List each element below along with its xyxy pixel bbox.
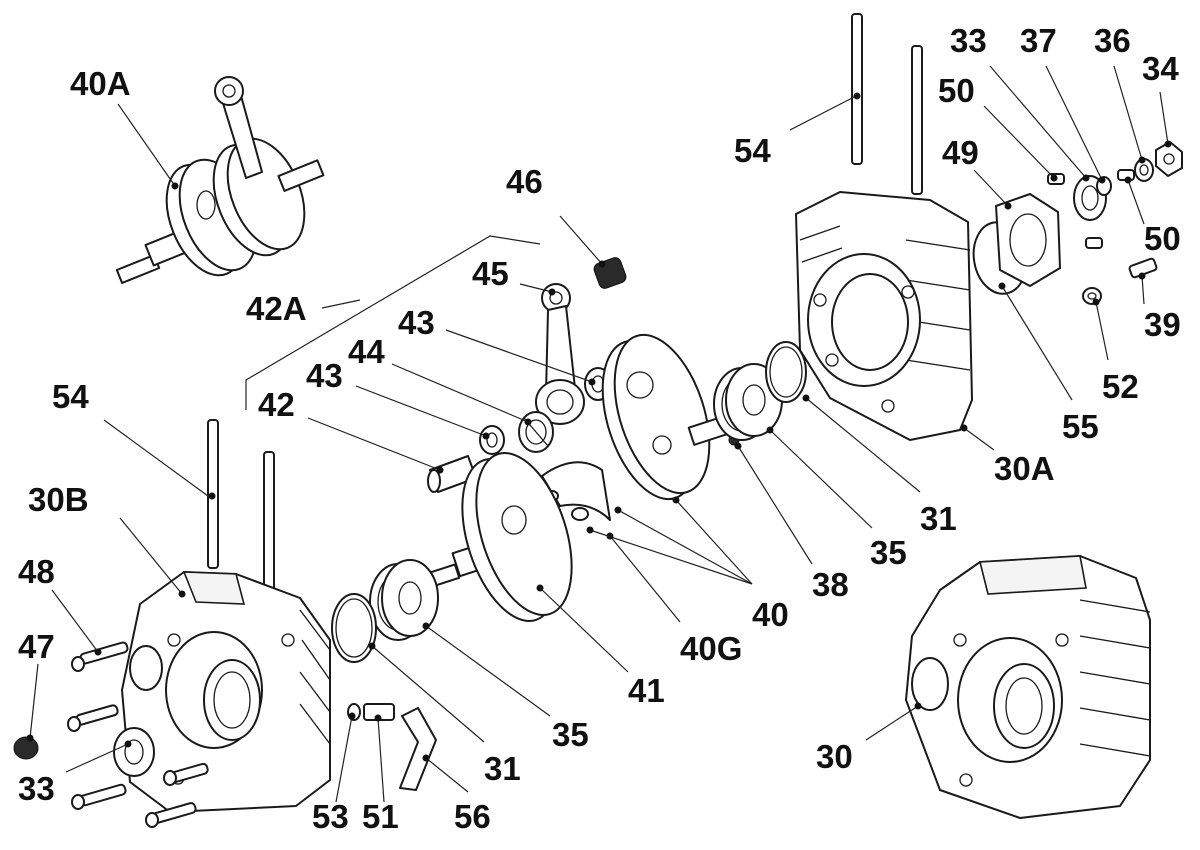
- callout-39: 39: [1144, 306, 1181, 343]
- callout-56: 56: [454, 798, 491, 835]
- callout-35-left: 35: [552, 716, 589, 753]
- crankshaft-assembly-40a: [115, 76, 325, 284]
- callout-labels: 40A 42A 46 45 43 44 43 42 54 30B 48 47 3…: [18, 22, 1181, 835]
- bolt-48-set: [67, 641, 209, 828]
- callout-31-left: 31: [484, 750, 521, 787]
- callout-40: 40: [752, 596, 789, 633]
- crankcase-half-30a: [795, 191, 973, 441]
- callout-33-left: 33: [18, 770, 55, 807]
- callout-45: 45: [472, 255, 509, 292]
- callout-41: 41: [628, 672, 665, 709]
- plug-47: [13, 736, 39, 760]
- callout-54-right: 54: [734, 132, 771, 169]
- bearing-cover-49: [995, 193, 1061, 287]
- callout-36: 36: [1094, 22, 1131, 59]
- big-end-bearing-44: [518, 411, 554, 453]
- callout-34: 34: [1142, 50, 1179, 87]
- callout-35-right: 35: [870, 534, 907, 571]
- crankcase-assembled-30: [905, 555, 1151, 819]
- main-bearing-35-left: [369, 559, 439, 641]
- washer-36: [1134, 158, 1154, 182]
- screw-50-lower: [1085, 237, 1103, 249]
- callout-43-lower: 43: [306, 357, 343, 394]
- callout-53: 53: [312, 798, 349, 835]
- thrust-washer-43-left: [479, 425, 505, 455]
- callout-40a: 40A: [70, 65, 131, 102]
- crankcase-half-30b: [121, 571, 331, 813]
- callout-42: 42: [258, 386, 295, 423]
- callout-31-right: 31: [920, 500, 957, 537]
- circlip-31-left: [331, 593, 377, 663]
- callout-46: 46: [506, 163, 543, 200]
- callout-37: 37: [1020, 22, 1057, 59]
- callout-43-upper: 43: [398, 304, 435, 341]
- small-end-bearing-46: [593, 257, 627, 289]
- callout-55: 55: [1062, 408, 1099, 445]
- callout-30: 30: [816, 738, 853, 775]
- stud-54-right-pair: [851, 13, 923, 195]
- callout-30b: 30B: [28, 481, 89, 518]
- callout-42a: 42A: [246, 290, 307, 327]
- callout-44: 44: [348, 333, 385, 370]
- circlip-31-right: [765, 341, 807, 403]
- stud-54-left-pair: [207, 419, 275, 593]
- callout-51: 51: [362, 798, 399, 835]
- callout-54-left: 54: [52, 378, 89, 415]
- bolt-39: [1128, 257, 1158, 279]
- crank-web-left-41: [417, 452, 573, 622]
- callout-47: 47: [18, 628, 55, 665]
- oil-seal-33-left: [113, 727, 155, 777]
- callout-33-right: 33: [950, 22, 987, 59]
- callout-49: 49: [942, 134, 979, 171]
- callout-38: 38: [812, 566, 849, 603]
- leader-lines: [26, 65, 1172, 803]
- group-bracket-42a: [245, 235, 541, 410]
- callout-30a: 30A: [994, 450, 1055, 487]
- callout-40g: 40G: [680, 630, 742, 667]
- connecting-rod-45: [535, 283, 585, 425]
- callout-50-lower: 50: [1144, 220, 1181, 257]
- fitting-assembly-53-51-56: [347, 703, 437, 791]
- callout-52: 52: [1102, 368, 1139, 405]
- callout-48: 48: [18, 553, 55, 590]
- callout-50-upper: 50: [938, 72, 975, 109]
